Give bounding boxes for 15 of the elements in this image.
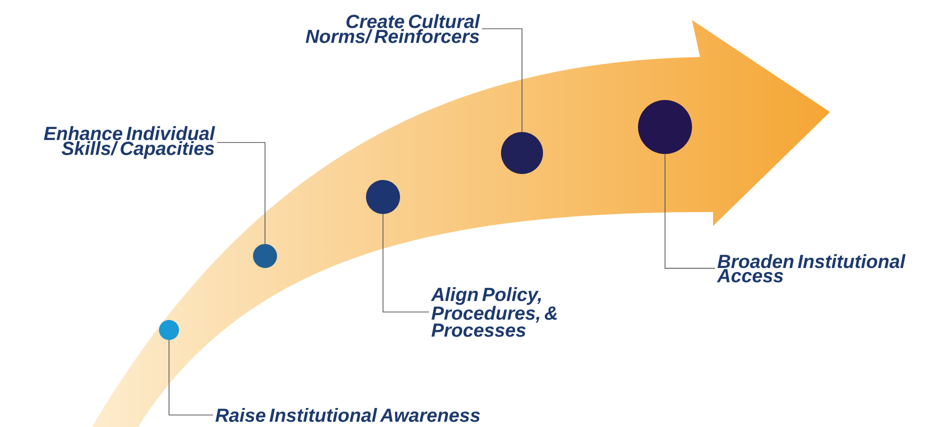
milestone-dot (366, 180, 400, 214)
milestone-dot (159, 320, 179, 340)
step-label: Raise Institutional Awareness (216, 408, 480, 422)
leader-line (382, 214, 430, 312)
step-label: Enhance Individual Skills/ Capacities (44, 126, 216, 159)
milestone-dot (638, 100, 692, 154)
leader-line (168, 340, 214, 416)
leader-line (482, 28, 522, 132)
leader-line (216, 142, 266, 244)
milestone-dot (253, 244, 277, 268)
milestone-dot (501, 132, 543, 174)
leader-line (664, 154, 716, 269)
step-label: Broaden Institutional Access (716, 254, 906, 282)
step-label: Create Cultural Norms/ Reinforcers (306, 14, 480, 44)
step-label: Align Policy, Procedures, & Processes (430, 287, 557, 337)
